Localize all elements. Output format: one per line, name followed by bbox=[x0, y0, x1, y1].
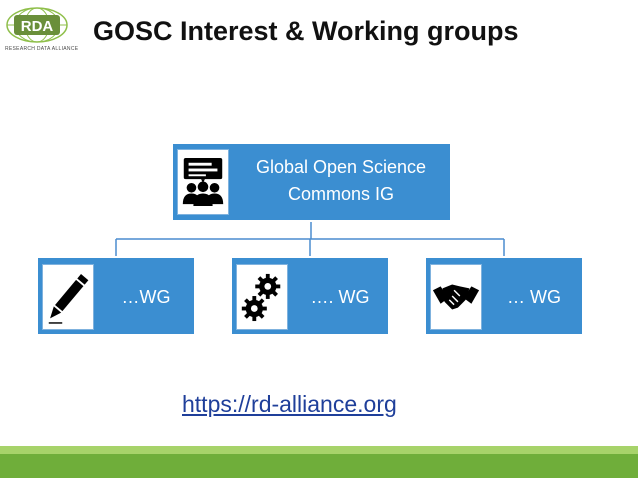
page-title: GOSC Interest & Working groups bbox=[93, 16, 519, 46]
wg2-label: …. WG bbox=[310, 287, 370, 307]
wg-node-3: … WG bbox=[424, 256, 584, 336]
globe-logo-icon: RDA bbox=[6, 7, 68, 43]
root-label: Global Open Science Commons IG bbox=[255, 157, 427, 204]
wg3-label: … WG bbox=[507, 287, 561, 307]
footer-bar-light bbox=[0, 446, 638, 454]
wg1-label: …WG bbox=[121, 287, 171, 307]
rda-logo: RDA RESEARCH DATA ALLIANCE bbox=[4, 6, 78, 54]
meeting-group-icon bbox=[182, 157, 224, 207]
rda-website-link[interactable]: https://rd-alliance.org bbox=[182, 391, 397, 417]
wg3-icon-frame bbox=[430, 264, 482, 330]
root-icon-frame bbox=[177, 149, 229, 215]
wg2-icon-frame bbox=[236, 264, 288, 330]
wg-node-2: …. WG bbox=[230, 256, 390, 336]
logo-subtext: RESEARCH DATA ALLIANCE bbox=[5, 46, 79, 52]
wg1-icon-frame bbox=[42, 264, 94, 330]
pencil-icon bbox=[48, 274, 89, 324]
wg-node-1: …WG bbox=[36, 256, 196, 336]
logo-mark-text: RDA bbox=[21, 18, 54, 35]
footer-bar-dark bbox=[0, 454, 638, 478]
handshake-icon bbox=[432, 284, 480, 310]
gears-icon bbox=[241, 273, 281, 322]
diagram-root-node: Global Open Science Commons IG bbox=[171, 142, 452, 222]
